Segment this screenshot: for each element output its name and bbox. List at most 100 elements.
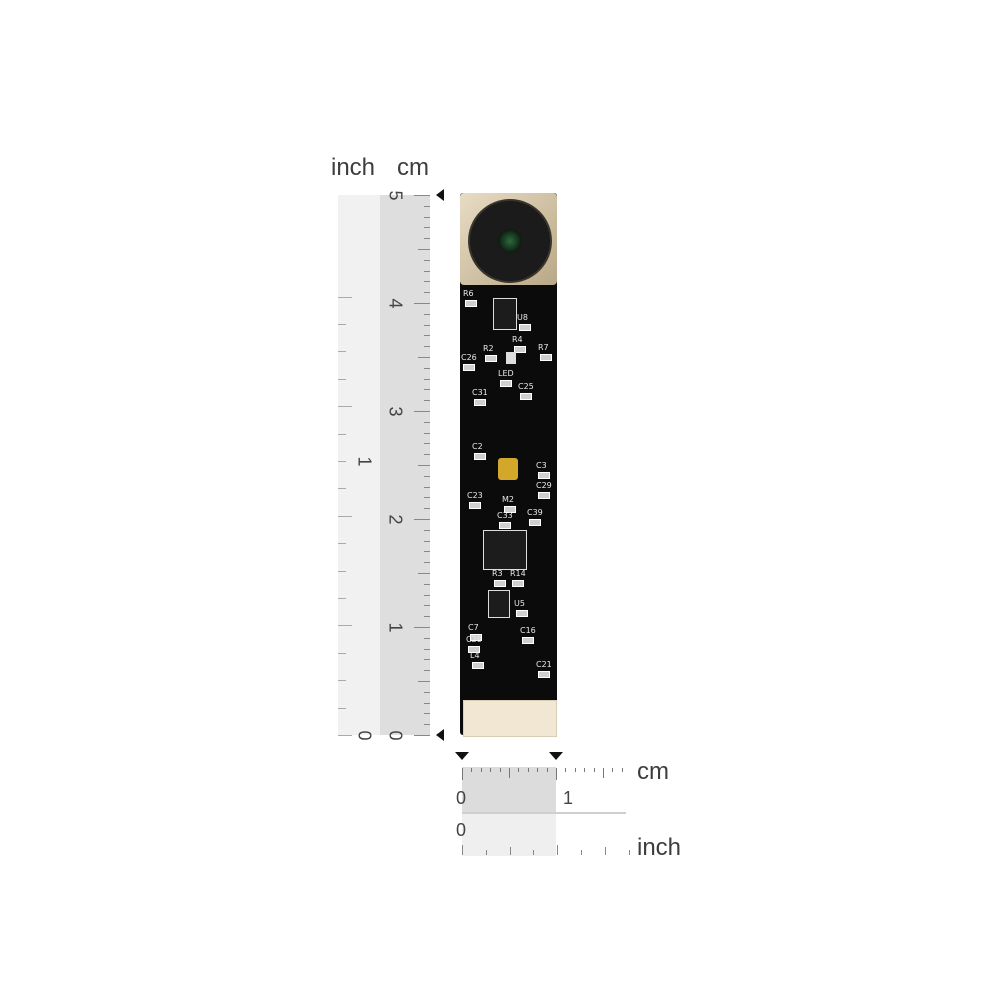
cm-tick xyxy=(424,389,430,391)
cm-tick xyxy=(414,735,430,736)
cm-tick xyxy=(424,227,430,229)
silkscreen-label: C29 xyxy=(536,481,552,490)
silkscreen-label: M2 xyxy=(502,495,514,504)
cm-tick xyxy=(527,768,529,772)
inch-tick-label: 0 xyxy=(456,820,467,840)
cm-tick-label: 1 xyxy=(385,622,406,633)
cm-unit-label-bottom: cm xyxy=(637,758,669,785)
inch-unit-label: inch xyxy=(331,154,376,181)
cm-tick-label: 2 xyxy=(385,514,406,525)
smd-component xyxy=(540,354,552,361)
silkscreen-label: L4 xyxy=(470,651,480,660)
chip-u8 xyxy=(493,298,517,330)
cm-tick xyxy=(480,768,482,772)
silkscreen-label: C3 xyxy=(536,461,547,470)
inch-tick xyxy=(338,515,352,517)
cm-tick xyxy=(565,768,567,772)
cm-tick xyxy=(424,216,430,218)
cm-tick xyxy=(418,249,430,250)
smd-component xyxy=(468,646,480,653)
cm-tick-label: 4 xyxy=(385,298,406,309)
inch-tick xyxy=(338,570,346,572)
inch-tick xyxy=(338,296,352,298)
cm-tick xyxy=(490,768,492,772)
cm-tick xyxy=(424,421,430,423)
inch-unit-label-bottom: inch xyxy=(637,834,682,861)
cm-tick xyxy=(424,378,430,380)
cm-tick xyxy=(424,259,430,261)
cm-tick xyxy=(593,768,595,772)
right-marker-arrow-icon xyxy=(549,752,563,760)
cm-tick xyxy=(424,648,430,650)
smd-component xyxy=(520,393,532,400)
cm-tick-label: 1 xyxy=(563,788,574,808)
cm-tick xyxy=(462,768,463,780)
led xyxy=(506,352,516,364)
inch-tick xyxy=(338,433,346,435)
cm-tick xyxy=(424,670,430,672)
inch-tick xyxy=(581,850,582,855)
silkscreen-label: C23 xyxy=(467,491,483,500)
cm-tick xyxy=(424,713,430,715)
cm-tick xyxy=(424,292,430,294)
silkscreen-label: C21 xyxy=(536,660,552,669)
cm-tick xyxy=(414,195,430,196)
silkscreen-label: U8 xyxy=(517,313,528,322)
top-marker-arrow-icon xyxy=(436,189,444,201)
cm-tick xyxy=(424,659,430,661)
cm-tick xyxy=(424,529,430,531)
silkscreen-label: R6 xyxy=(463,289,474,298)
silkscreen-label: LED xyxy=(498,369,514,378)
cm-tick xyxy=(418,465,430,466)
smd-component xyxy=(474,453,486,460)
cm-tick xyxy=(414,303,430,304)
cm-tick xyxy=(471,768,473,772)
smd-component xyxy=(538,671,550,678)
ruler-divider xyxy=(462,812,626,814)
cm-tick xyxy=(424,281,430,283)
cm-tick xyxy=(424,475,430,477)
smd-component xyxy=(469,502,481,509)
smd-component xyxy=(522,637,534,644)
cm-tick xyxy=(621,768,623,772)
cm-tick xyxy=(424,205,430,207)
inch-tick xyxy=(557,845,559,855)
silkscreen-label: C31 xyxy=(472,388,488,397)
silkscreen-label: R2 xyxy=(483,344,494,353)
cm-tick xyxy=(424,594,430,596)
cm-tick xyxy=(424,335,430,337)
smd-component xyxy=(512,580,524,587)
smd-component xyxy=(499,522,511,529)
smd-component xyxy=(472,662,484,669)
smd-component xyxy=(485,355,497,362)
cm-tick xyxy=(414,627,430,628)
cm-tick xyxy=(424,324,430,326)
inch-tick xyxy=(628,850,630,855)
cm-tick xyxy=(424,443,430,445)
cm-tick xyxy=(424,454,430,456)
smd-component xyxy=(500,380,512,387)
smd-component xyxy=(463,364,475,371)
cm-tick xyxy=(424,637,430,639)
left-marker-arrow-icon xyxy=(455,752,469,760)
inch-highlight xyxy=(462,814,556,856)
inch-tick xyxy=(338,351,346,353)
cm-tick xyxy=(424,346,430,348)
inch-tick xyxy=(338,598,346,599)
cm-tick xyxy=(424,702,430,704)
cm-tick-label: 5 xyxy=(385,190,406,201)
camera-lens-housing xyxy=(460,193,557,285)
inch-tick xyxy=(533,850,535,855)
cm-tick xyxy=(424,270,430,272)
silkscreen-label: C39 xyxy=(527,508,543,517)
chip-u5 xyxy=(488,590,510,618)
inch-tick xyxy=(338,461,346,462)
cm-tick xyxy=(424,691,430,693)
silkscreen-label: R14 xyxy=(510,569,526,578)
cm-tick xyxy=(424,583,430,585)
smd-component xyxy=(516,610,528,617)
silkscreen-label: C26 xyxy=(461,353,477,362)
cm-tick xyxy=(424,486,430,488)
inch-tick-label: 0 xyxy=(354,730,375,741)
silkscreen-label: C2 xyxy=(472,442,483,451)
